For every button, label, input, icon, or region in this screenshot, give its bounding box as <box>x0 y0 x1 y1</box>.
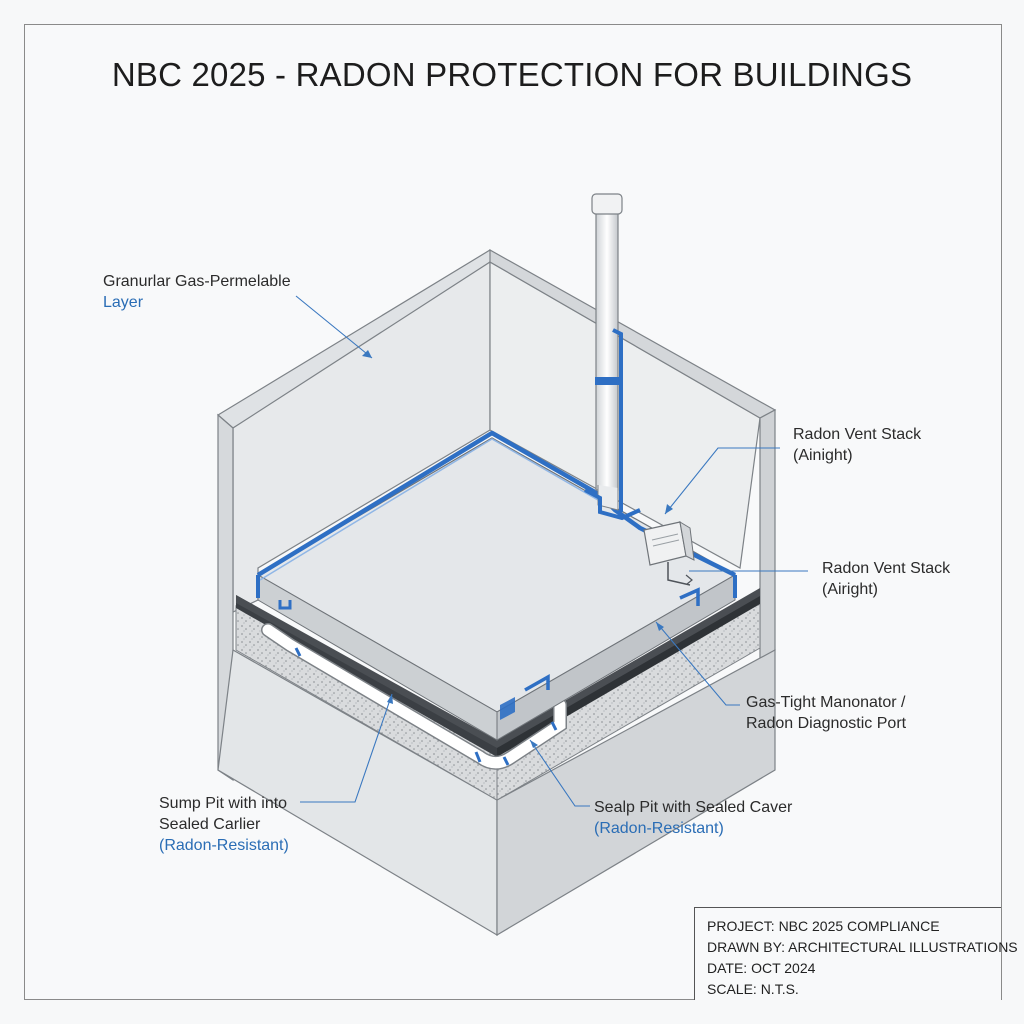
title-block-date: DATE: OCT 2024 <box>707 960 816 976</box>
vent-pipe-icon <box>584 193 641 521</box>
title-block-scale: SCALE: N.T.S. <box>707 981 799 997</box>
page-title: NBC 2025 - RADON PROTECTION FOR BUILDING… <box>111 56 913 93</box>
callout-manometer-line1: Gas-Tight Manonator / <box>746 694 906 711</box>
leader-lines <box>295 295 808 807</box>
callout-granular-layer: Granurlar Gas-Permelable Layer <box>103 271 291 313</box>
callout-manometer: Gas-Tight Manonator / Radon Diagnostic P… <box>746 692 906 734</box>
leader-manometer <box>655 621 740 706</box>
callout-sealp-pit-line1: Sealp Pit with Sealed Caver <box>594 799 793 816</box>
callout-vent-stack-2-line1: Radon Vent Stack <box>822 560 951 577</box>
callout-sump-pit-line1: Sump Pit with into <box>159 795 288 812</box>
sub-slab-pipe <box>261 623 567 770</box>
leader-sump-pit <box>300 693 393 803</box>
callout-vent-stack-1-line2: (Ainight) <box>793 447 853 464</box>
manometer-box-icon <box>643 521 695 586</box>
callout-granular-line2: Layer <box>103 294 144 311</box>
title-block-drawn-by: DRAWN BY: ARCHITECTURAL ILLUSTRATIONS <box>707 939 1018 955</box>
foundation-walls <box>216 248 777 937</box>
callout-sump-pit: Sump Pit with into Sealed Carlier (Radon… <box>159 793 289 856</box>
title-block-project: PROJECT: NBC 2025 COMPLIANCE <box>707 918 940 934</box>
leader-granular <box>295 295 373 359</box>
callout-vent-stack-1: Radon Vent Stack (Ainight) <box>793 424 921 466</box>
callout-granular-line1: Granurlar Gas-Permelable <box>103 273 291 290</box>
slab-front-right <box>496 574 736 741</box>
callout-vent-stack-2-line2: (Airight) <box>822 581 879 598</box>
callout-manometer-line2: Radon Diagnostic Port <box>746 715 907 732</box>
concrete-floor-slab <box>256 437 737 741</box>
callout-vent-stack-1-line1: Radon Vent Stack <box>793 426 922 443</box>
leader-sealp-pit <box>529 739 590 807</box>
leader-vent-stack-1 <box>664 447 780 515</box>
callout-sealp-pit-line2: (Radon-Resistant) <box>594 820 724 837</box>
callout-vent-stack-2: Radon Vent Stack (Airight) <box>822 558 950 600</box>
callout-sump-pit-line3: (Radon-Resistant) <box>159 837 289 854</box>
base-front-right <box>496 648 776 937</box>
callout-sealp-pit: Sealp Pit with Sealed Caver (Radon-Resis… <box>594 797 792 839</box>
title-block: PROJECT: NBC 2025 COMPLIANCE DRAWN BY: A… <box>694 907 1018 1000</box>
callout-sump-pit-line2: Sealed Carlier <box>159 816 261 833</box>
